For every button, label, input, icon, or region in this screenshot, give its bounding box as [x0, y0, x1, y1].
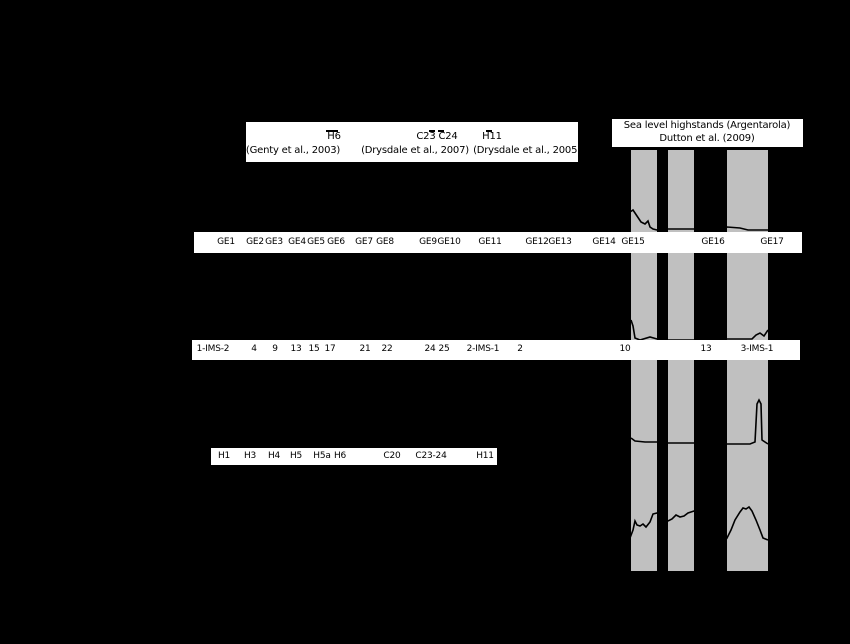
ims-strip-label: 13: [700, 344, 712, 354]
ims-strip-label: 22: [381, 344, 393, 354]
ims-strip-label: 17: [324, 344, 336, 354]
ims-strip-label: 21: [359, 344, 371, 354]
ge-strip-label: GE5: [307, 237, 325, 247]
h-strip-label: H4: [267, 451, 281, 461]
ims-strip-label: 1-IMS-2: [196, 344, 230, 354]
h-strip-label: C20: [383, 451, 401, 461]
sealevel-source: Dutton et al. (2009): [659, 133, 755, 144]
sealevel-title: Sea level highstands (Argentarola): [623, 120, 791, 131]
ge-strip-label: GE12: [525, 237, 549, 247]
c24-bar: [438, 130, 444, 132]
sealevel-box: Sea level highstands (Argentarola) Dutto…: [612, 119, 803, 147]
ge-strip-label: GE16: [701, 237, 725, 247]
ims-strip-label: 2: [517, 344, 523, 354]
ims-strip-label: 3-IMS-1: [740, 344, 774, 354]
dashed-boundary-right: [768, 150, 769, 571]
ge-strip-label: GE15: [621, 237, 645, 247]
ims-strip-label: 13: [290, 344, 302, 354]
h-curve: [630, 398, 769, 445]
ge-strip-label: GE14: [592, 237, 616, 247]
h-label-strip: [211, 448, 497, 465]
h-strip-label: C23-24: [415, 451, 447, 461]
h-strip-label: H6: [333, 451, 347, 461]
ge-strip-label: GE17: [760, 237, 784, 247]
h-strip-label: H3: [243, 451, 257, 461]
ge-strip-label: GE7: [355, 237, 373, 247]
bottom-curve: [629, 505, 769, 541]
ge-strip-label: GE6: [327, 237, 345, 247]
highstand-band-3: [727, 150, 768, 571]
h-strip-label: H5a: [313, 451, 331, 461]
ims-curve: [630, 319, 769, 341]
dashed-boundary-left: [630, 150, 631, 571]
ge-strip-label: GE2: [246, 237, 264, 247]
h6-source: (Genty et al., 2003): [245, 145, 341, 156]
highstand-band-1: [631, 150, 657, 571]
c23c24-label: C23 C24: [416, 131, 458, 142]
h-strip-label: H11: [476, 451, 494, 461]
h11-source: (Drysdale et al., 2005): [473, 145, 581, 156]
ims-strip-label: 9: [272, 344, 278, 354]
ge-strip-label: GE10: [437, 237, 461, 247]
ims-strip-label: 15: [308, 344, 320, 354]
ims-strip-label: 2-IMS-1: [466, 344, 500, 354]
h-strip-label: H5: [289, 451, 303, 461]
ge-label-strip: [194, 232, 802, 253]
highstand-band-2: [668, 150, 694, 571]
c23-bar: [429, 130, 435, 132]
ims-strip-label: 4: [251, 344, 257, 354]
ims-strip-label: 25: [438, 344, 450, 354]
ge-curve: [629, 208, 768, 231]
h6-bar: [326, 130, 338, 132]
ims-strip-label: 10: [619, 344, 631, 354]
citation-box: H6 (Genty et al., 2003) C23 C24 (Drysdal…: [245, 122, 581, 162]
ims-label-strip: [192, 340, 800, 360]
ge-strip-label: GE8: [376, 237, 394, 247]
ge-strip-label: GE11: [478, 237, 502, 247]
h6-label: H6: [327, 131, 341, 142]
ims-strip-label: 24: [424, 344, 436, 354]
c23c24-source: (Drysdale et al., 2007): [361, 145, 469, 156]
ge-strip-label: GE1: [217, 237, 235, 247]
ge-strip-label: GE3: [265, 237, 283, 247]
h11-bar: [486, 130, 492, 132]
h11-label: H11: [482, 131, 502, 142]
ge-strip-label: GE9: [419, 237, 437, 247]
h-strip-label: H1: [217, 451, 231, 461]
ge-strip-label: GE4: [288, 237, 306, 247]
ge-strip-label: GE13: [548, 237, 572, 247]
